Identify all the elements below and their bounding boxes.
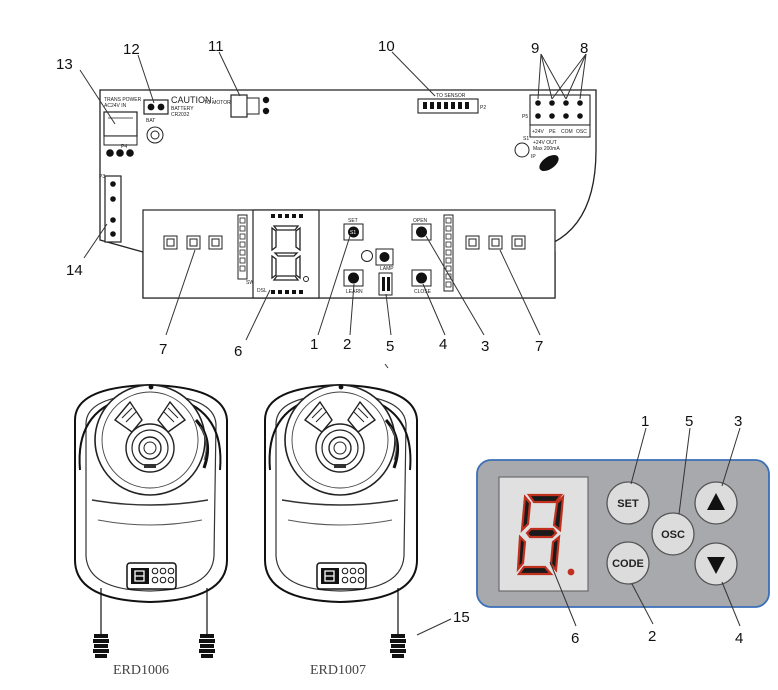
- keypad-leader-lines: [549, 427, 741, 627]
- keypad-panel: SET CODE OSC 1 5 3 6 2: [476, 413, 770, 647]
- keypad-set-button[interactable]: SET: [606, 481, 650, 525]
- callout-1: 1: [310, 336, 318, 353]
- board-button-learn: LEARN: [343, 269, 364, 295]
- callout-7-left: 7: [159, 341, 167, 358]
- board-button-set: SET S1: [343, 218, 364, 241]
- label-com: COM: [561, 129, 573, 135]
- label-trans-power: TRANS POWER: [104, 97, 142, 103]
- label-to-sensor: TO SENSOR: [436, 93, 466, 99]
- callout-keypad-6: 6: [571, 630, 579, 647]
- callout-4: 4: [439, 336, 447, 353]
- left-terminal-strip: P3: [99, 174, 122, 243]
- callout-2: 2: [343, 336, 351, 353]
- callout-9: 9: [531, 40, 539, 57]
- label-s1: S1: [523, 136, 529, 142]
- model-label-erd1007: ERD1007: [310, 663, 366, 678]
- label-24v: +24V: [532, 129, 544, 135]
- board-leader-lines: [79, 51, 587, 341]
- accessory-terminal-block: +24V PE COM OSC S1 P5 +24V OUT Max 200mA…: [514, 94, 591, 171]
- keypad-up-button[interactable]: [694, 481, 738, 525]
- callout-15: 15: [453, 609, 470, 626]
- battery-holder: BAT CAUTION: BATTERY CR2032: [143, 95, 214, 144]
- set-button-label: SET: [617, 498, 639, 510]
- label-close: CLOSE: [414, 289, 432, 295]
- opener-erd1007: ERD1007: [263, 383, 419, 678]
- osc-button-label: OSC: [661, 529, 685, 541]
- callout-keypad-3: 3: [734, 413, 742, 430]
- control-board: TRANS POWER AC24V IN P4 BAT CAUTION: BAT…: [56, 38, 597, 369]
- left-indicator-leds: [163, 235, 223, 250]
- label-max-200ma: Max 200mA: [533, 146, 560, 152]
- label-p4: P4: [121, 144, 127, 150]
- callout-12: 12: [123, 41, 140, 58]
- callout-5: 5: [386, 338, 394, 355]
- sensor-connector: TO SENSOR P2: [417, 93, 486, 114]
- label-learn: LEARN: [346, 289, 363, 295]
- label-battery: BATTERY: [171, 106, 194, 112]
- right-pin-header: [443, 214, 454, 292]
- callout-13: 13: [56, 56, 73, 73]
- label-osc-terminal: OSC: [576, 129, 587, 135]
- label-pe: PE: [549, 129, 556, 135]
- keypad-code-button[interactable]: CODE: [606, 541, 650, 585]
- label-lamp: LAMP: [380, 266, 394, 272]
- label-24v-out: +24V OUT: [533, 140, 557, 146]
- opener-erd1006: ERD1006: [73, 383, 229, 678]
- left-pin-header: SW: [237, 214, 254, 286]
- board-lamp-jumper: LAMP: [361, 248, 394, 296]
- label-p3: P3: [99, 174, 105, 180]
- label-ac24v-in: AC24V IN: [104, 103, 127, 109]
- callout-7-right: 7: [535, 338, 543, 355]
- label-open: OPEN: [413, 218, 428, 224]
- arrow-down-icon: [707, 557, 725, 574]
- keypad-osc-button[interactable]: OSC: [651, 512, 695, 556]
- label-sw: SW: [246, 280, 254, 286]
- code-button-label: CODE: [612, 558, 644, 570]
- callout-8: 8: [580, 40, 588, 57]
- arrow-up-icon: [707, 493, 725, 510]
- keypad-down-button[interactable]: [694, 542, 738, 586]
- model-label-erd1006: ERD1006: [113, 663, 169, 678]
- label-to-motor: TO MOTOR: [204, 100, 231, 106]
- label-cr2032: CR2032: [171, 112, 190, 118]
- callout-3: 3: [481, 338, 489, 355]
- board-button-close: CLOSE: [411, 269, 432, 295]
- callout-11: 11: [208, 38, 224, 55]
- callout-keypad-5: 5: [685, 413, 693, 430]
- callout-14: 14: [66, 262, 83, 279]
- callout-keypad-1: 1: [641, 413, 649, 430]
- label-s1-btn: S1: [350, 230, 356, 236]
- label-p2: P2: [480, 105, 486, 111]
- motor-connector: TO MOTOR: [204, 94, 270, 118]
- callout-10: 10: [378, 38, 395, 55]
- callout-keypad-4: 4: [735, 630, 743, 647]
- transformer-power-terminal: TRANS POWER AC24V IN P4: [103, 97, 142, 157]
- keypad-seven-segment-digit: [516, 493, 575, 576]
- label-caution: CAUTION:: [171, 95, 214, 105]
- callout-6: 6: [234, 343, 242, 360]
- right-indicator-leds: [465, 235, 526, 250]
- callout-keypad-2: 2: [648, 628, 656, 645]
- label-dsl: DSL: [257, 288, 267, 294]
- decimal-point: [567, 568, 575, 576]
- label-bat: BAT: [146, 118, 155, 124]
- callout-15-group: 15: [416, 609, 470, 636]
- label-ip: IP: [531, 154, 536, 160]
- board-seven-segment-display: DSL: [252, 209, 320, 299]
- label-set: SET: [348, 218, 358, 224]
- label-p5: P5: [522, 114, 528, 120]
